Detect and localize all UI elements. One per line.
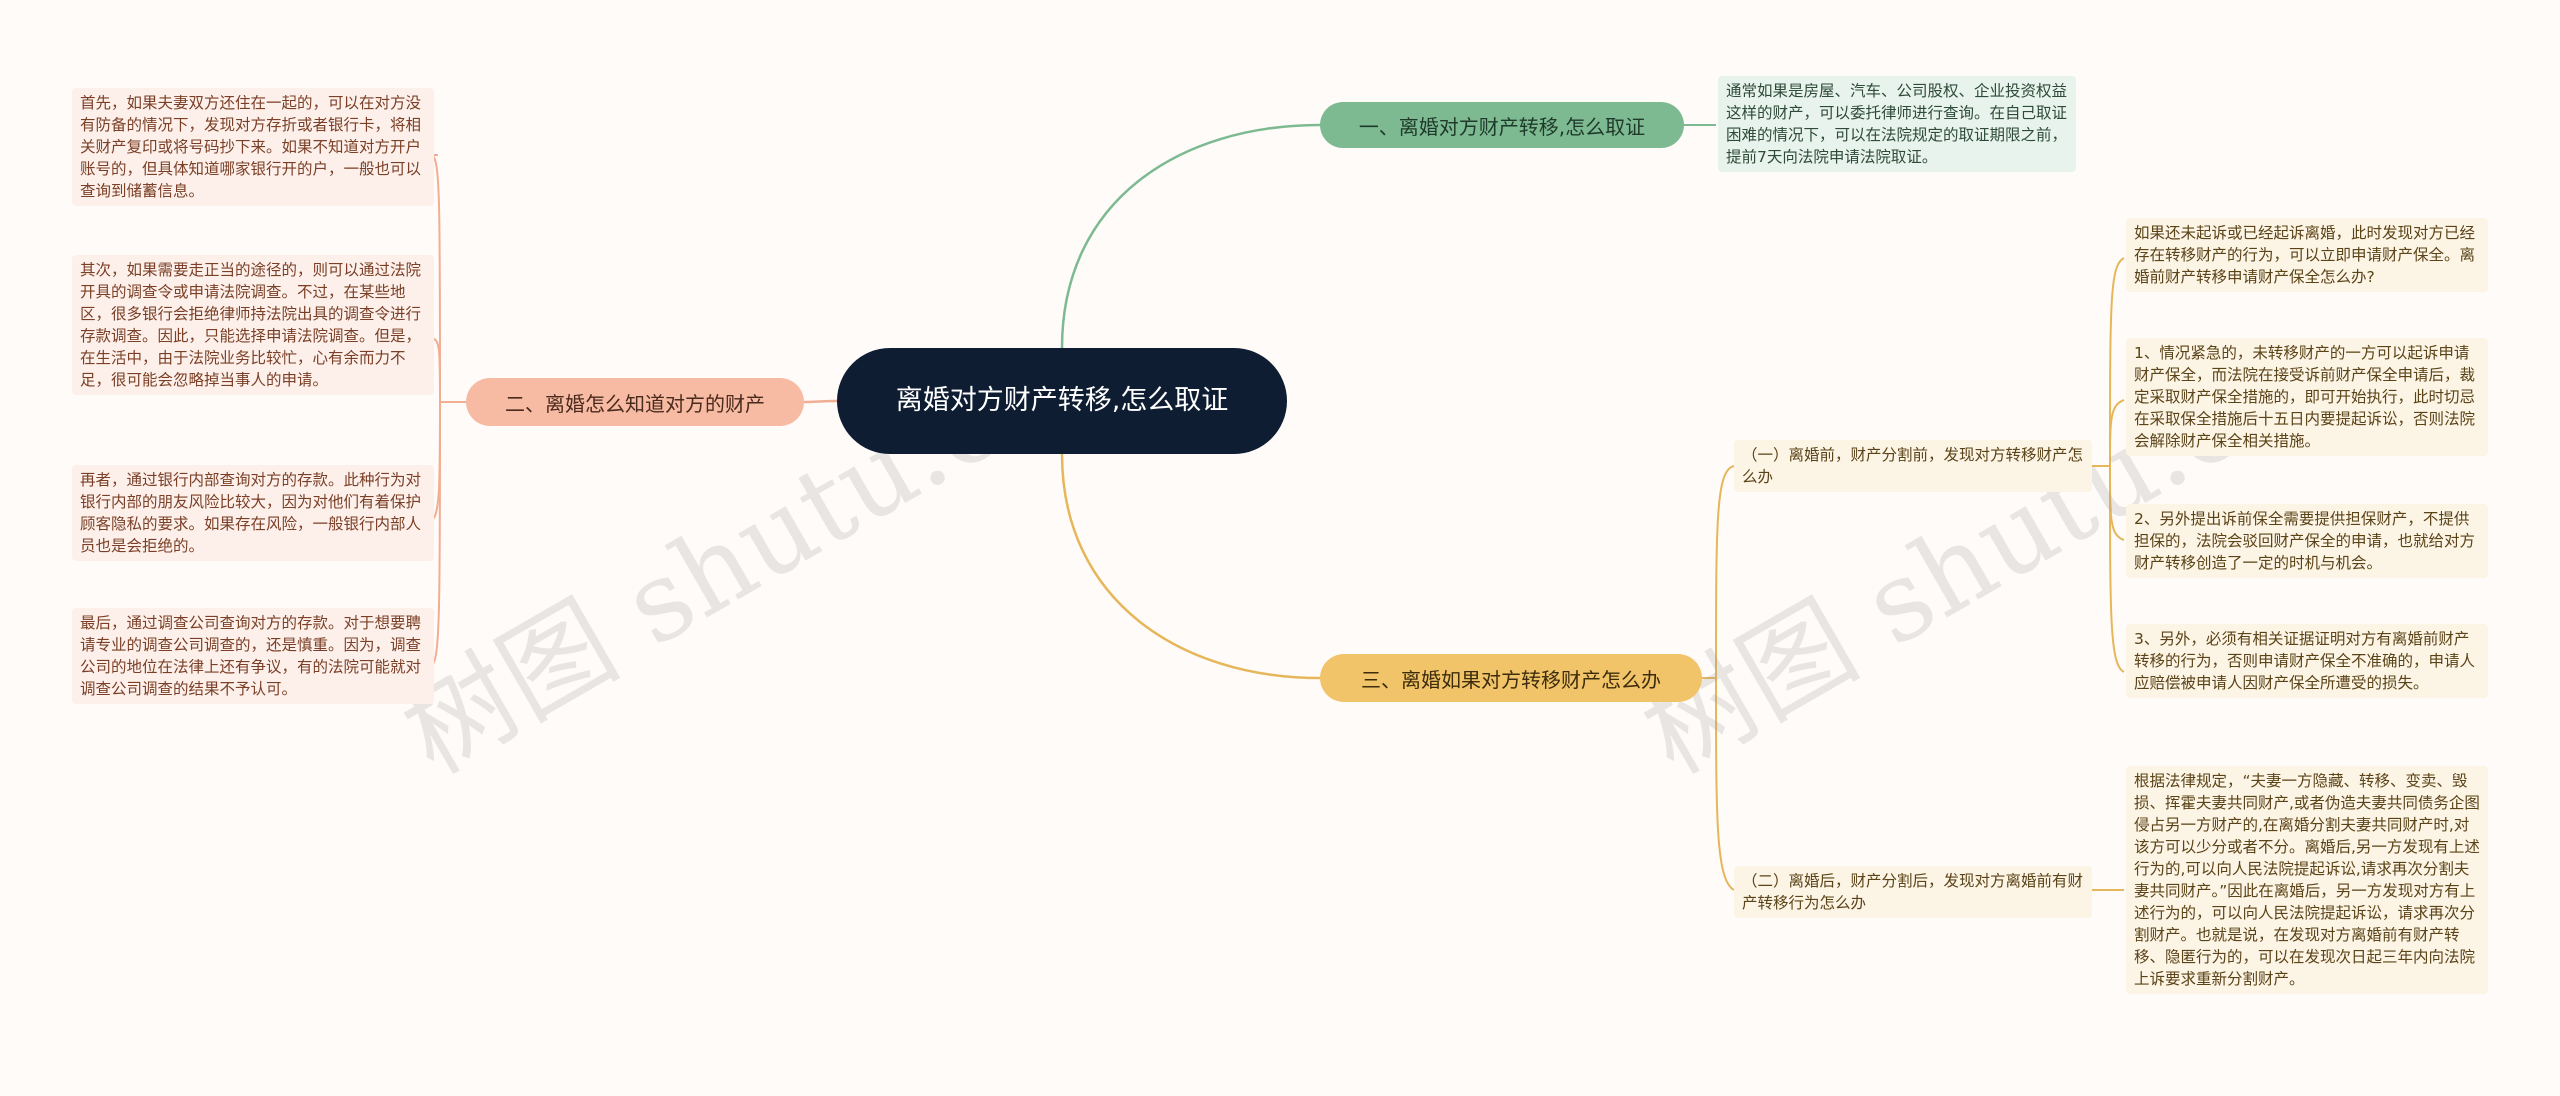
branch-2-note-4: 最后，通过调查公司查询对方的存款。对于想要聘请专业的调查公司调查的，还是慎重。因… [72, 608, 434, 704]
branch-1-label: 一、离婚对方财产转移,怎么取证 [1358, 114, 1646, 139]
sub-2-note: 根据法律规定，“夫妻一方隐藏、转移、变卖、毁损、挥霍夫妻共同财产,或者伪造夫妻共… [2126, 766, 2488, 994]
branch-1-note: 通常如果是房屋、汽车、公司股权、企业投资权益这样的财产，可以委托律师进行查询。在… [1718, 76, 2076, 172]
branch-1-topic[interactable]: 一、离婚对方财产转移,怎么取证 [1320, 102, 1684, 148]
sub-1-note-2: 1、情况紧急的，未转移财产的一方可以起诉申请财产保全，而法院在接受诉前财产保全申… [2126, 338, 2488, 456]
branch-2-topic[interactable]: 二、离婚怎么知道对方的财产 [466, 378, 804, 426]
sub-1-note-3: 2、另外提出诉前保全需要提供担保财产，不提供担保的，法院会驳回财产保全的申请，也… [2126, 504, 2488, 578]
branch-3-sub-1[interactable]: （一）离婚前，财产分割前，发现对方转移财产怎么办 [1734, 440, 2092, 492]
branch-3-label: 三、离婚如果对方转移财产怎么办 [1361, 667, 1661, 692]
branch-3-topic[interactable]: 三、离婚如果对方转移财产怎么办 [1320, 654, 1702, 702]
branch-3-sub-2[interactable]: （二）离婚后，财产分割后，发现对方离婚前有财产转移行为怎么办 [1734, 866, 2092, 918]
sub-1-note-4: 3、另外，必须有相关证据证明对方有离婚前财产转移的行为，否则申请财产保全不准确的… [2126, 624, 2488, 698]
sub-1-note-1: 如果还未起诉或已经起诉离婚，此时发现对方已经存在转移财产的行为，可以立即申请财产… [2126, 218, 2488, 292]
link-root-branch2 [803, 399, 838, 404]
root-topic-label: 离婚对方财产转移,怎么取证 [895, 385, 1229, 416]
branch-2-note-1: 首先，如果夫妻双方还住在一起的，可以在对方没有防备的情况下，发现对方存折或者银行… [72, 88, 434, 206]
link-root-branch3 [1060, 453, 1321, 680]
branch-2-note-2: 其次，如果需要走正当的途径的，则可以通过法院开具的调查令或申请法院调查。不过，在… [72, 255, 434, 395]
branch-2-note-3: 再者，通过银行内部查询对方的存款。此种行为对银行内部的朋友风险比较大，因为对他们… [72, 465, 434, 561]
root-topic[interactable]: 离婚对方财产转移,怎么取证 [837, 348, 1287, 454]
branch-2-label: 二、离婚怎么知道对方的财产 [505, 391, 765, 416]
link-root-branch1 [1060, 123, 1321, 349]
